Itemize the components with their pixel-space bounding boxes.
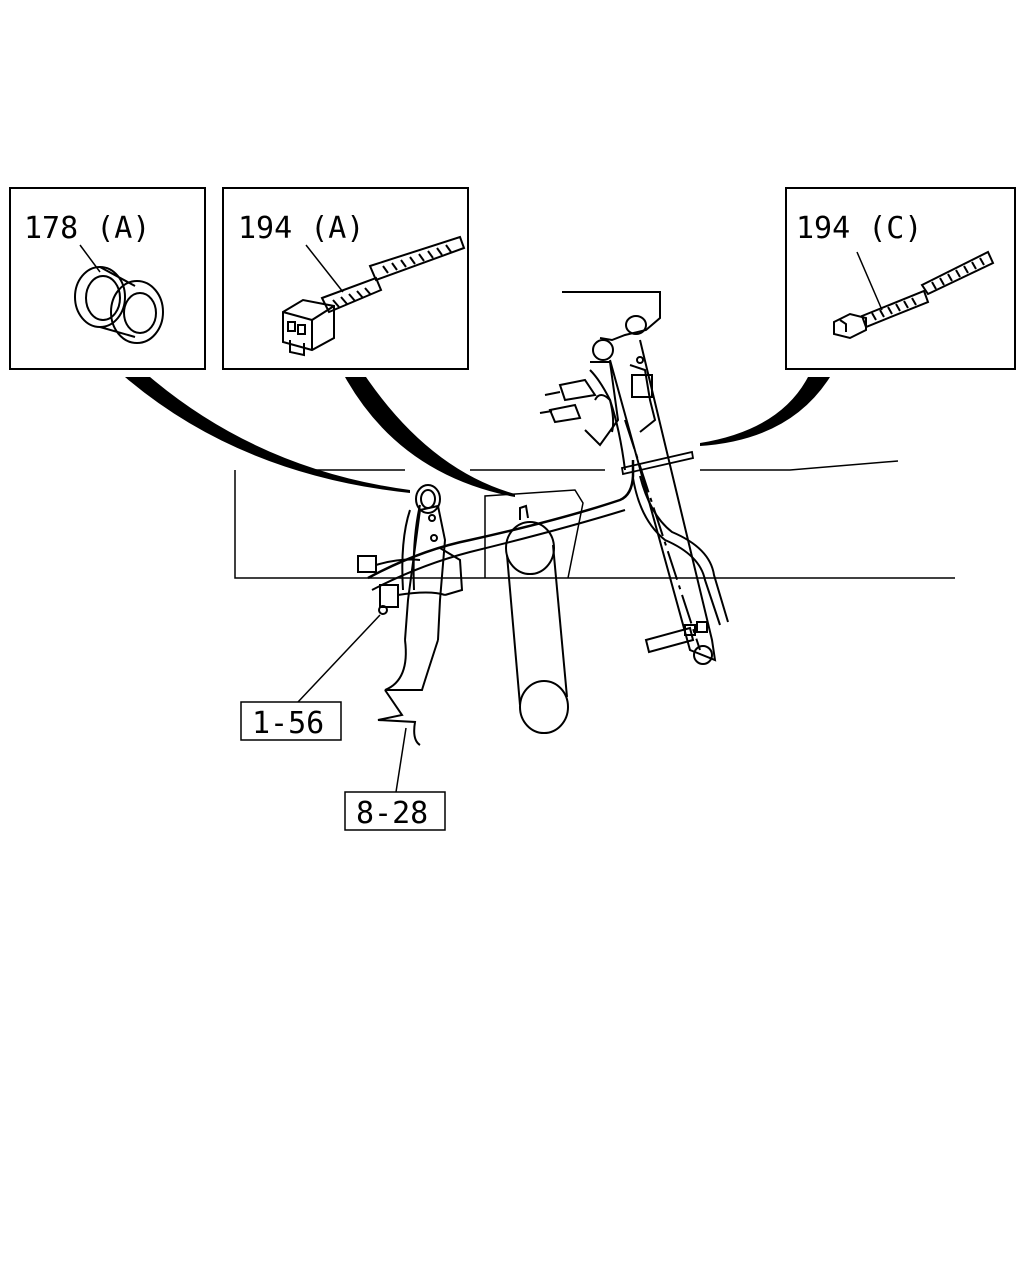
callout-tie-band: 194 (C) xyxy=(785,187,1016,370)
clip-mounted-icon xyxy=(519,504,529,520)
callout-clip-connector: 194 (A) xyxy=(222,187,469,370)
callout-leaders xyxy=(125,377,830,497)
harness-main xyxy=(367,460,635,580)
callout-grommet-label: 178 (A) xyxy=(24,211,150,246)
callout-tie-band-frame xyxy=(785,187,1016,370)
callout-grommet: 178 (A) xyxy=(9,187,206,370)
callout-clip-connector-frame xyxy=(222,187,469,370)
reference-8-28-frame xyxy=(344,791,446,831)
connector-left xyxy=(357,504,446,615)
leader-grommet xyxy=(125,377,410,493)
frame-outline xyxy=(234,470,955,579)
reference-1-56-frame xyxy=(240,701,342,741)
leader-clip-connector xyxy=(345,377,515,497)
callout-clip-connector-label: 194 (A) xyxy=(238,211,364,246)
reference-8-28-label: 8-28 xyxy=(356,796,428,831)
callout-grommet-frame xyxy=(9,187,206,370)
vertical-bracket xyxy=(562,291,717,665)
reference-8-28: 8-28 xyxy=(344,727,446,831)
leader-tie-band xyxy=(700,377,830,446)
tube xyxy=(505,521,569,734)
harness-right xyxy=(632,477,721,626)
tie-band-mounted-icon xyxy=(620,450,695,476)
reference-1-56-label: 1-56 xyxy=(252,706,324,741)
tie-band-icon xyxy=(833,250,995,340)
reference-1-56: 1-56 xyxy=(240,614,381,741)
clip-connector-icon xyxy=(282,235,466,357)
connector-upper xyxy=(539,356,657,471)
main-assembly xyxy=(234,291,955,746)
grommet-icon xyxy=(74,266,164,344)
callout-tie-band-label: 194 (C) xyxy=(796,211,922,246)
horn-bracket xyxy=(377,504,464,746)
